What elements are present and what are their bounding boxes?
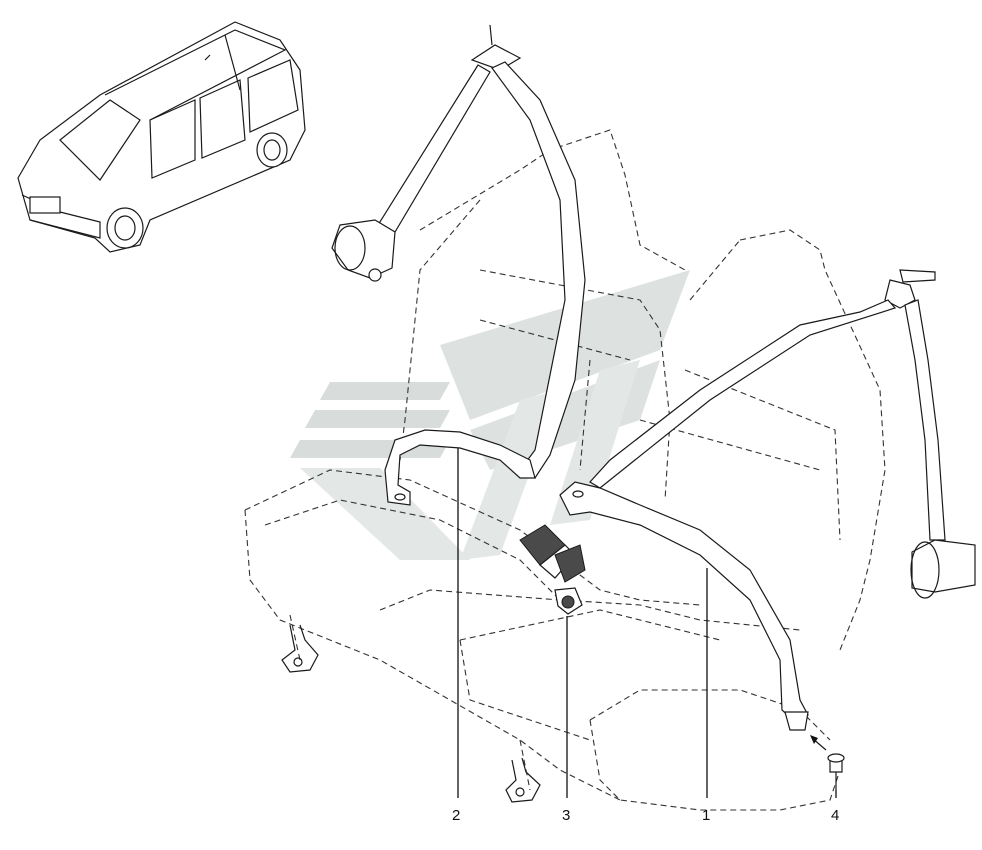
- callout-2: 2: [452, 807, 460, 824]
- seat-leg-bracket-right: [505, 757, 541, 803]
- car-thumbnail-icon: [17, 21, 306, 253]
- buckle-icon: [519, 524, 586, 615]
- callout-3: 3: [562, 807, 570, 824]
- seat-leg-bracket-left: [281, 624, 319, 673]
- callout-1: 1: [702, 807, 710, 824]
- bolt-icon: [810, 735, 845, 790]
- seat-belt-right: [559, 269, 976, 731]
- seat-belt-left: [331, 24, 586, 506]
- callout-4: 4: [831, 807, 839, 824]
